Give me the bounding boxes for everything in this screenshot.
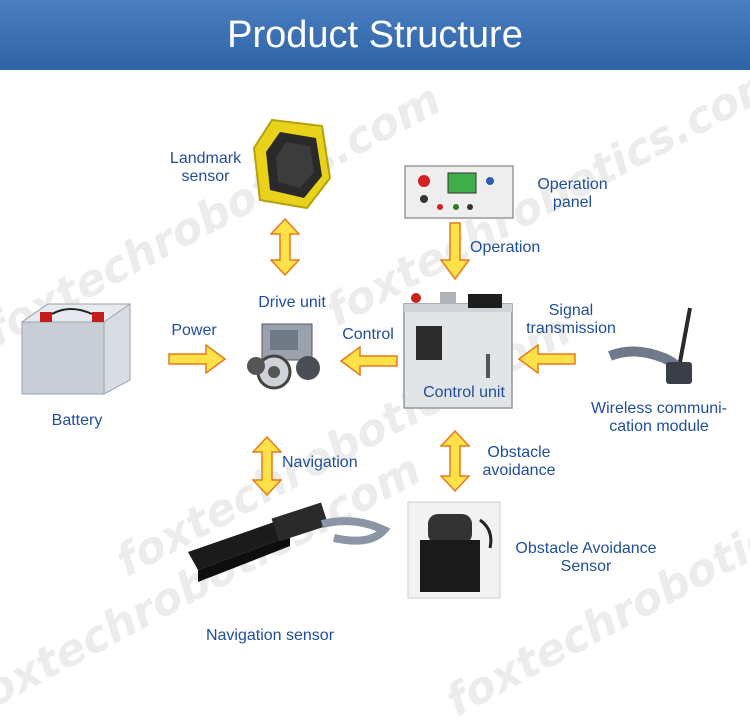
landmark-sensor-label: Landmark sensor [169, 150, 242, 185]
signal-arrow [518, 344, 576, 374]
wireless-module-image [608, 307, 692, 384]
operation-label: Operation [470, 239, 541, 256]
battery-label: Battery [51, 412, 103, 429]
control-label: Control [342, 326, 394, 343]
landmark-sensor-image [252, 118, 332, 210]
operation-panel-image [404, 165, 514, 219]
header-banner: Product Structure [0, 0, 750, 70]
drive-unit-label: Drive unit [258, 294, 326, 311]
drive-unit-image [247, 323, 320, 390]
obstacle-avoidance-label: Obstacle avoidance [482, 444, 556, 479]
control-arrow [340, 346, 398, 376]
control-unit-image [403, 292, 513, 409]
operation-panel-label: Operation panel [537, 176, 608, 211]
wireless-module-label: Wireless communi- cation module [590, 400, 727, 435]
navigation-arrow [252, 436, 282, 496]
page-title: Product Structure [227, 13, 523, 56]
battery-image [20, 303, 132, 395]
landmark-drive-arrow [270, 218, 300, 276]
navigation-label: Navigation [282, 454, 358, 471]
obstacle-sensor-image [407, 501, 501, 599]
power-label: Power [171, 322, 217, 339]
obstacle-sensor-label: Obstacle Avoidance Sensor [515, 540, 657, 575]
navigation-sensor-image [188, 502, 391, 582]
control-unit-label: Control unit [423, 384, 505, 401]
signal-transmission-label: Signal transmission [526, 302, 616, 337]
power-arrow [168, 344, 226, 374]
navigation-sensor-label: Navigation sensor [205, 627, 335, 644]
operation-arrow [440, 222, 470, 280]
obstacle-arrow [440, 430, 470, 492]
